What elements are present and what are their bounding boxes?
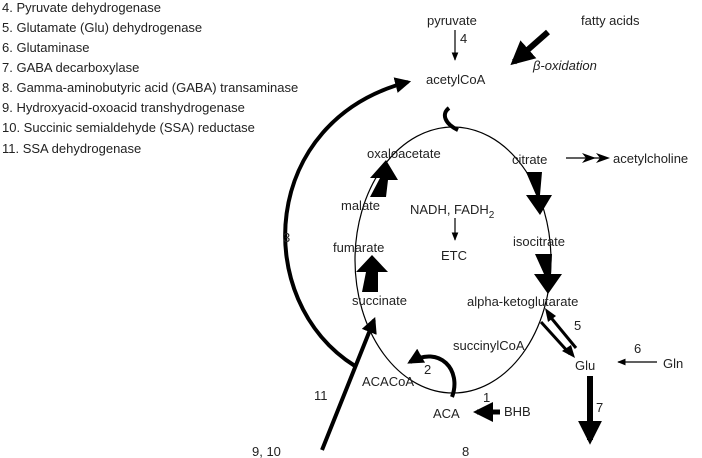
legend-item: 8. Gamma-aminobutyric acid (GABA) transa… [2,80,298,95]
succinate-fumarate-arrow [356,255,388,292]
label-aca: ACA [433,406,460,421]
isocitrate-akg-arrow [534,254,562,294]
label-nadh-fadh: NADH, FADH2 [410,202,495,221]
akg-glu-head-down [562,345,575,358]
label-pyruvate: pyruvate [427,13,477,28]
legend-item: 4. Pyruvate dehydrogenase [2,0,161,15]
label-acetylcholine: acetylcholine [613,151,688,166]
label-fatty-acids: fatty acids [581,13,640,28]
acetylcholine-arrow-head-1 [582,153,596,163]
label-malate: malate [341,198,380,213]
arc-acacoa-to-acetylcoa [283,77,412,368]
label-beta-oxidation: β-oxidation [532,58,597,73]
enzyme-number: 1 [483,390,490,405]
enzyme-number: 6 [634,341,641,356]
citrate-isocitrate-arrow [526,172,552,215]
label-succinylcoa: succinylCoA [453,338,525,353]
legend-item: 10. Succinic semialdehyde (SSA) reductas… [2,120,255,135]
enzyme-numbers: 1 2 3 4 5 6 7 8 9, 10 11 [252,31,641,458]
legend-item: 7. GABA decarboxylase [2,60,139,75]
legend-item: 9. Hydroxyacid-oxoacid transhydrogenase [2,100,245,115]
beta-oxidation-arrow [510,29,550,66]
label-gln: Gln [663,356,683,371]
label-oxaloacetate: oxaloacetate [367,146,441,161]
acetylcoa-entry-arrow [442,106,459,132]
label-glu: Glu [575,358,595,373]
label-acacoa: ACACoA [362,374,414,389]
aca-acacoa-arrow [407,348,457,398]
enzyme-number: 11 [314,388,328,403]
akg-glu-arrow-1 [546,313,578,349]
label-nadh-fadh-sub: 2 [489,210,495,221]
label-isocitrate: isocitrate [513,234,565,249]
akg-glu-arrow-2 [539,320,572,356]
legend-item: 11. SSA dehydrogenase [2,141,141,156]
enzyme-number: 8 [462,444,469,458]
enzyme-number: 5 [574,318,581,333]
enzyme-number: 9, 10 [252,444,281,458]
akg-glu-head-up [545,308,556,322]
label-succinate: succinate [352,293,407,308]
label-etc: ETC [441,248,467,263]
enzyme-number: 3 [283,230,290,245]
ssa-succinate-arrow [320,317,377,451]
label-fumarate: fumarate [333,240,384,255]
legend-item: 5. Glutamate (Glu) dehydrogenase [2,20,202,35]
label-bhb: BHB [504,404,531,419]
label-acetylcoa: acetylCoA [426,72,486,87]
enzyme-number: 4 [460,31,467,46]
enzyme-number: 2 [424,362,431,377]
label-alpha-ketoglutarate: alpha-ketoglutarate [467,294,578,309]
legend-item: 6. Glutaminase [2,40,89,55]
label-nadh-fadh-main: NADH, FADH [410,202,489,217]
acetylcholine-arrow-head-2 [596,153,610,163]
malate-oxaloacetate-arrow [370,160,398,197]
enzyme-number: 7 [596,400,603,415]
label-citrate: citrate [512,152,547,167]
enzyme-legend: 4. Pyruvate dehydrogenase 5. Glutamate (… [2,0,298,156]
metabolite-labels: pyruvate fatty acids β-oxidation acetylC… [333,13,688,421]
